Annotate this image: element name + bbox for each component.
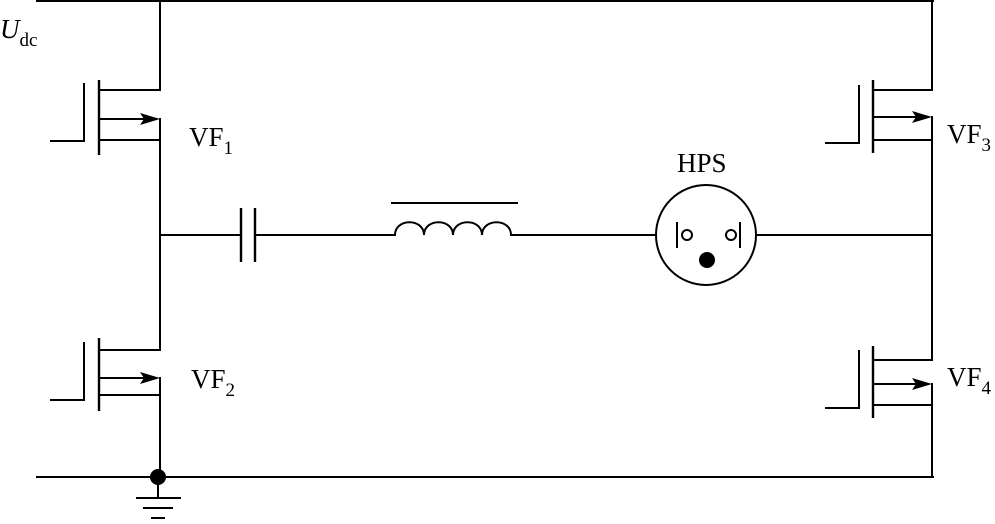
ground-symbol <box>136 469 181 519</box>
label-vf2: VF2 <box>191 364 235 401</box>
hps-lamp <box>655 184 757 286</box>
transistor-vf3 <box>825 80 933 153</box>
inductor <box>391 202 518 237</box>
label-udc: Udc <box>0 14 37 51</box>
transistor-vf1 <box>50 80 161 157</box>
label-hps: HPS <box>677 148 727 178</box>
label-vf4: VF4 <box>947 362 992 399</box>
transistor-vf4 <box>825 346 933 418</box>
transistor-vf2 <box>50 338 161 415</box>
label-vf3: VF3 <box>947 119 991 156</box>
capacitor <box>239 208 257 262</box>
label-vf1: VF1 <box>189 122 233 159</box>
